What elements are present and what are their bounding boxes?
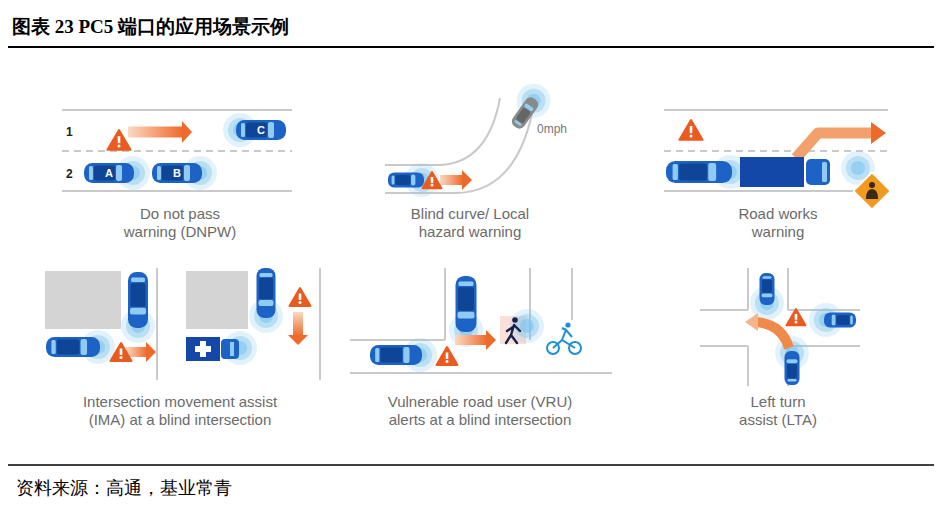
car-icon: [785, 351, 800, 385]
scenario-caption: Intersection movement assist (IMA) at a …: [70, 393, 290, 429]
road-edge: [385, 98, 500, 165]
car-icon: [84, 163, 134, 183]
lettered-car: B: [152, 163, 202, 183]
turn-arrow: [756, 322, 789, 348]
warning-arrow: [455, 330, 496, 350]
roadworks-sign: [854, 173, 891, 210]
road-works-scene: [664, 110, 890, 209]
car-icon: [236, 120, 286, 140]
scenario-caption: Vulnerable road user (VRU) alerts at a b…: [373, 393, 588, 429]
road-edge: [350, 372, 612, 374]
dnpw-scene: [62, 110, 292, 191]
warning-triangle: [679, 120, 702, 140]
road-edge: [747, 346, 749, 386]
lane-number: 2: [66, 167, 80, 182]
cyclist-icon: [547, 322, 581, 354]
road-edge: [700, 345, 748, 347]
arrow-head: [745, 313, 758, 331]
warning-triangle: [423, 172, 442, 188]
car-icon: [370, 345, 422, 365]
road-edge: [747, 268, 749, 310]
warning-arrow: [128, 121, 192, 143]
road-edge: [385, 98, 535, 193]
scenario-caption: Blind curve/ Local hazard warning: [390, 205, 550, 241]
road-edge: [156, 268, 158, 380]
car-icon: [46, 337, 100, 357]
warning-triangle: [107, 130, 130, 150]
car-icon: [510, 95, 541, 131]
road-edge: [62, 150, 292, 152]
lta-scene: [700, 268, 860, 386]
source-rule: [8, 464, 934, 466]
road-edge: [444, 268, 446, 340]
warning-triangle: [787, 309, 806, 325]
pedestrian-icon: [506, 317, 520, 343]
source-caption: 资料来源：高通，基业常青: [16, 476, 232, 500]
road-edge: [62, 190, 292, 192]
road-edge: [664, 109, 888, 111]
lettered-car: A: [84, 163, 134, 183]
warning-arrow: [288, 312, 308, 345]
car-icon: [388, 173, 424, 188]
vru-scene: [350, 268, 612, 373]
building-block: [45, 271, 121, 329]
building-block: [186, 271, 248, 329]
car-icon: [257, 268, 276, 318]
speed-label: 0mph: [537, 122, 581, 137]
title-rule: [8, 46, 934, 48]
signal-glow: [846, 156, 870, 180]
car-icon: [152, 163, 202, 183]
truck-icon: [740, 157, 830, 187]
road-edge: [319, 268, 321, 380]
arrow-head: [871, 122, 886, 144]
car-letter: C: [257, 124, 265, 136]
signal-glow: [851, 161, 865, 175]
figure-title: 图表 23 PC5 端口的应用场景示例: [12, 14, 289, 40]
ima-scene: [45, 268, 320, 380]
road-edge: [62, 109, 292, 111]
road-edge: [571, 268, 573, 320]
car-letter: B: [173, 167, 181, 179]
scenario-caption: Do not pass warning (DNPW): [115, 205, 245, 241]
car-icon: [128, 272, 148, 328]
lettered-car: C: [236, 120, 286, 140]
lane-number: 1: [66, 125, 80, 140]
road-edge: [700, 309, 748, 311]
warning-triangle: [290, 288, 311, 306]
scenario-caption: Road works warning: [721, 205, 836, 241]
car-icon: [666, 161, 732, 183]
scenario-caption: Left turn assist (LTA): [731, 393, 826, 429]
car-letter: A: [105, 167, 113, 179]
signal-glow: [515, 314, 539, 338]
car-icon: [760, 273, 775, 305]
car-icon: [824, 313, 856, 328]
road-edge: [787, 268, 789, 310]
road-edge: [350, 339, 445, 341]
warning-triangle: [437, 347, 458, 365]
signal-glow: [520, 319, 534, 333]
blind-curve-scene: [385, 84, 551, 197]
warning-arrow: [440, 170, 472, 190]
car-icon: [456, 276, 477, 332]
warning-triangle: [111, 343, 132, 361]
ambulance-icon: [186, 337, 239, 361]
